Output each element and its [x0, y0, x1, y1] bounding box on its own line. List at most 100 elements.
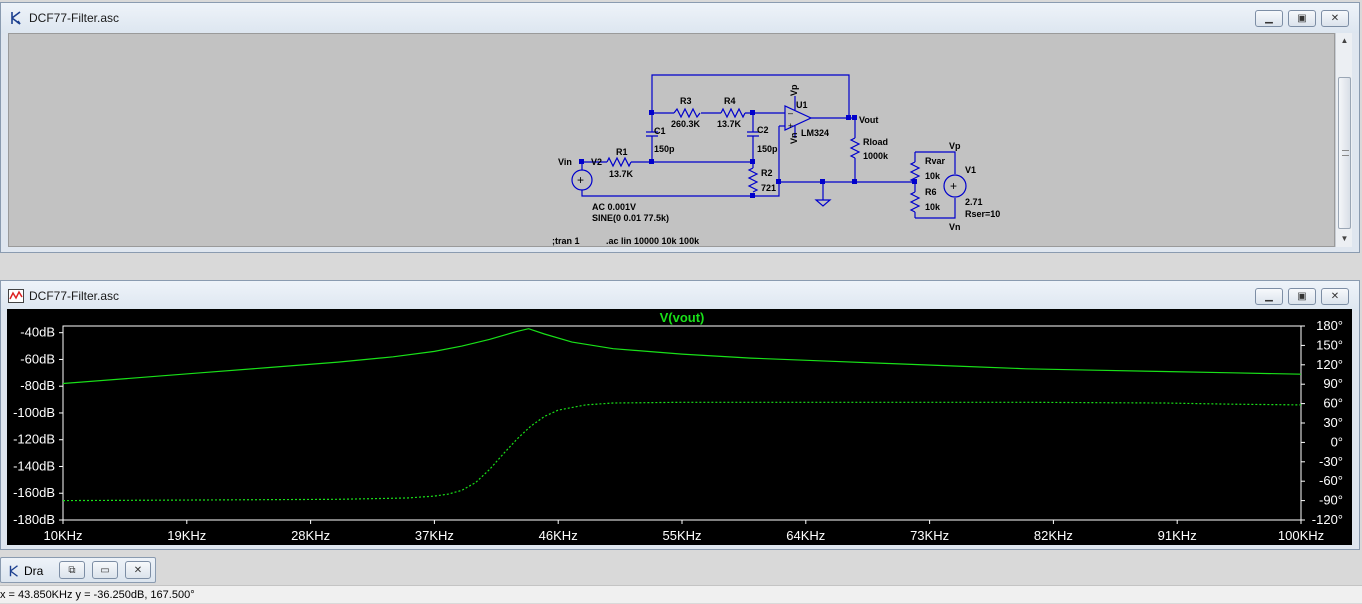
c1-value: 150p: [654, 144, 675, 154]
x-tick-label: 37KHz: [415, 528, 454, 543]
y-right-tick-label: 180°: [1316, 318, 1343, 333]
schematic-titlebar[interactable]: DCF77-Filter.asc ▁ ▣ ✕: [1, 3, 1359, 33]
close-icon: ✕: [1330, 13, 1340, 24]
r3-value: 260.3K: [671, 119, 701, 129]
y-right-tick-label: -120°: [1312, 512, 1343, 527]
scroll-down-icon[interactable]: ▼: [1340, 234, 1349, 243]
cursor-readout: x = 43.850KHz y = -36.250dB, 167.500°: [0, 589, 195, 601]
x-tick-label: 73KHz: [910, 528, 949, 543]
y-right-tick-label: 120°: [1316, 357, 1343, 372]
x-tick-label: 28KHz: [291, 528, 330, 543]
x-tick-label: 82KHz: [1034, 528, 1073, 543]
v1-label: V1: [965, 165, 976, 175]
vn-pin-label: Vn: [789, 132, 799, 144]
scroll-up-icon[interactable]: ▲: [1340, 36, 1349, 45]
schematic-drawing: R3 260.3K R4 13.7K U1 LM324 Vp Vn Vout C…: [552, 74, 1000, 246]
minimize-icon: ▁: [1265, 13, 1273, 24]
x-tick-label: 55KHz: [662, 528, 701, 543]
task-maximize-button[interactable]: ▭: [92, 561, 118, 579]
x-tick-label: 100KHz: [1278, 528, 1324, 543]
trace-title[interactable]: V(vout): [660, 310, 705, 325]
c2-label: C2: [757, 125, 769, 135]
maximize-icon: ▭: [100, 564, 110, 576]
r1-label: R1: [616, 147, 628, 157]
y-left-tick-label: -180dB: [13, 512, 55, 527]
r4-value: 13.7K: [717, 119, 742, 129]
r2-label: R2: [761, 168, 773, 178]
x-tick-label: 19KHz: [167, 528, 206, 543]
scroll-thumb[interactable]: [1338, 77, 1351, 229]
y-left-tick-label: -160dB: [13, 485, 55, 500]
grip-icon: [1342, 150, 1349, 156]
y-right-tick-label: -60°: [1319, 473, 1343, 488]
close-button[interactable]: ✕: [1321, 10, 1349, 27]
transistor-icon: [11, 11, 21, 25]
plot-frame: [62, 325, 1302, 521]
x-tick-label: 10KHz: [43, 528, 82, 543]
y-right-tick-label: 60°: [1323, 396, 1343, 411]
ac-sweep-directive: .ac lin 10000 10k 100k: [606, 236, 700, 246]
restore-icon: ▣: [1297, 13, 1307, 24]
u1-label: U1: [796, 100, 808, 110]
y-left-tick-label: -100dB: [13, 405, 55, 420]
plot-close-button[interactable]: ✕: [1321, 288, 1349, 305]
minimize-button[interactable]: ▁: [1255, 10, 1283, 27]
schematic-title: DCF77-Filter.asc: [29, 11, 120, 25]
y-left-tick-label: -60dB: [20, 351, 55, 366]
source-plus-icon: +: [577, 173, 584, 187]
waveform-icon: [8, 289, 24, 303]
phase-trace[interactable]: [62, 401, 1302, 502]
opamp-plus-icon: +: [788, 121, 793, 131]
magnitude-trace[interactable]: [62, 328, 1302, 385]
restore-icon: ⧉: [68, 564, 76, 576]
y-right-tick-label: 0°: [1331, 434, 1343, 449]
v1-value: 2.71: [965, 197, 983, 207]
c2-value: 150p: [757, 144, 778, 154]
vn-net-label: Vn: [949, 222, 961, 232]
x-tick-label: 64KHz: [786, 528, 825, 543]
r4-label: R4: [724, 96, 736, 106]
schematic-canvas[interactable]: R3 260.3K R4 13.7K U1 LM324 Vp Vn Vout C…: [8, 33, 1335, 247]
v1-plus-icon: +: [950, 179, 957, 193]
tran-directive: ;tran 1: [552, 236, 580, 246]
schematic-window: DCF77-Filter.asc ▁ ▣ ✕: [0, 2, 1360, 253]
plot-title: DCF77-Filter.asc: [29, 289, 120, 303]
v1-rser: Rser=10: [965, 209, 1000, 219]
y-right-tick-label: -90°: [1319, 493, 1343, 508]
r6-value: 10k: [925, 202, 941, 212]
close-icon: ✕: [133, 564, 143, 576]
vout-label: Vout: [859, 115, 878, 125]
rvar-value: 10k: [925, 171, 941, 181]
rload-value: 1000k: [863, 151, 889, 161]
r1-value: 13.7K: [609, 169, 634, 179]
vin-label: Vin: [558, 157, 572, 167]
task-close-button[interactable]: ✕: [125, 561, 151, 579]
plot-restore-button[interactable]: ▣: [1288, 288, 1316, 305]
status-bar: x = 43.850KHz y = -36.250dB, 167.500°: [0, 585, 1362, 603]
opamp-minus-icon: –: [788, 108, 793, 118]
minimized-draft-window[interactable]: Dra ⧉ ▭ ✕: [0, 557, 156, 583]
u1-model: LM324: [801, 128, 829, 138]
rload-label: Rload: [863, 137, 888, 147]
vp-net-label: Vp: [949, 141, 961, 151]
plot-minimize-button[interactable]: ▁: [1255, 288, 1283, 305]
y-left-tick-label: -120dB: [13, 432, 55, 447]
r6-label: R6: [925, 187, 937, 197]
y-right-tick-label: -30°: [1319, 454, 1343, 469]
restore-button[interactable]: ▣: [1288, 10, 1316, 27]
vp-pin-label: Vp: [789, 84, 799, 96]
restore-icon: ▣: [1297, 291, 1307, 302]
minimize-icon: ▁: [1265, 291, 1273, 302]
ac-directive: AC 0.001V: [592, 202, 636, 212]
plot-titlebar[interactable]: DCF77-Filter.asc ▁ ▣ ✕: [1, 281, 1359, 311]
schematic-vertical-scrollbar[interactable]: ▲ ▼: [1335, 33, 1352, 247]
sine-directive: SINE(0 0.01 77.5k): [592, 213, 669, 223]
transistor-icon: [9, 565, 18, 577]
task-button-label: Dra: [24, 564, 44, 578]
v2-label: V2: [591, 157, 602, 167]
task-restore-button[interactable]: ⧉: [59, 561, 85, 579]
rvar-label: Rvar: [925, 156, 946, 166]
y-right-tick-label: 150°: [1316, 337, 1343, 352]
